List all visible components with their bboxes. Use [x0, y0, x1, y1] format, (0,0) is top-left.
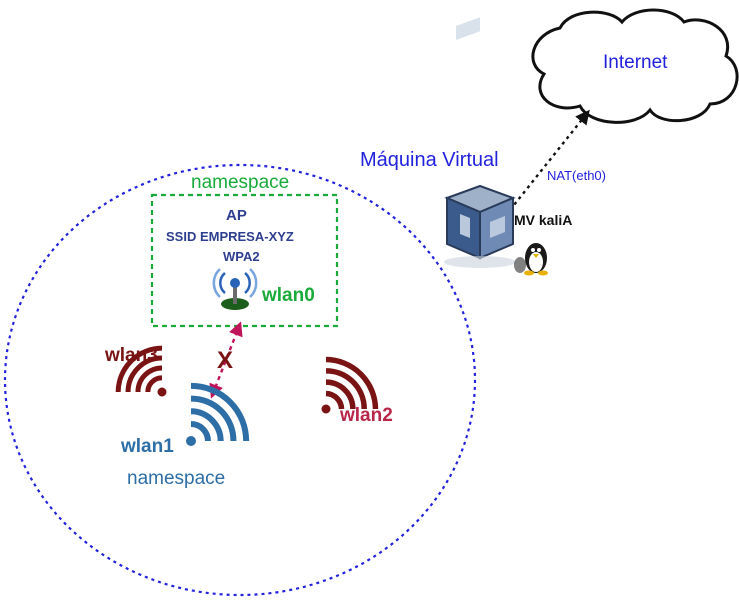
nat-arrow [509, 109, 590, 211]
wifi-icon [321, 356, 379, 414]
antenna-icon [212, 268, 258, 310]
cloud-icon [531, 8, 739, 124]
ap-wlan1-arrow [209, 321, 243, 399]
wlan1-namespace-label: namespace [127, 468, 226, 489]
ap-ssid: SSID EMPRESA-XYZ [166, 229, 294, 244]
virtualbox-icon [444, 17, 516, 268]
ap-namespace-box [150, 193, 339, 328]
blocked-mark: X [217, 347, 234, 374]
ap-security: WPA2 [223, 249, 260, 264]
nat-label: NAT(eth0) [547, 168, 606, 183]
host-label: MV kaliA [514, 212, 573, 228]
vm-boundary-label: Máquina Virtual [360, 149, 499, 171]
vm-boundary [3, 163, 477, 597]
ap-namespace-label: namespace [191, 172, 290, 193]
wlan2-label: wlan2 [340, 405, 393, 426]
wifi-icon [186, 382, 250, 446]
wlan0-label: wlan0 [262, 285, 315, 306]
internet-label: Internet [603, 52, 668, 73]
wifi-icon [115, 345, 167, 397]
wlan1-label: wlan1 [121, 436, 174, 457]
tux-icon [514, 243, 548, 276]
wlan3-label: wlan3 [105, 345, 158, 366]
ap-title: AP [226, 207, 247, 224]
